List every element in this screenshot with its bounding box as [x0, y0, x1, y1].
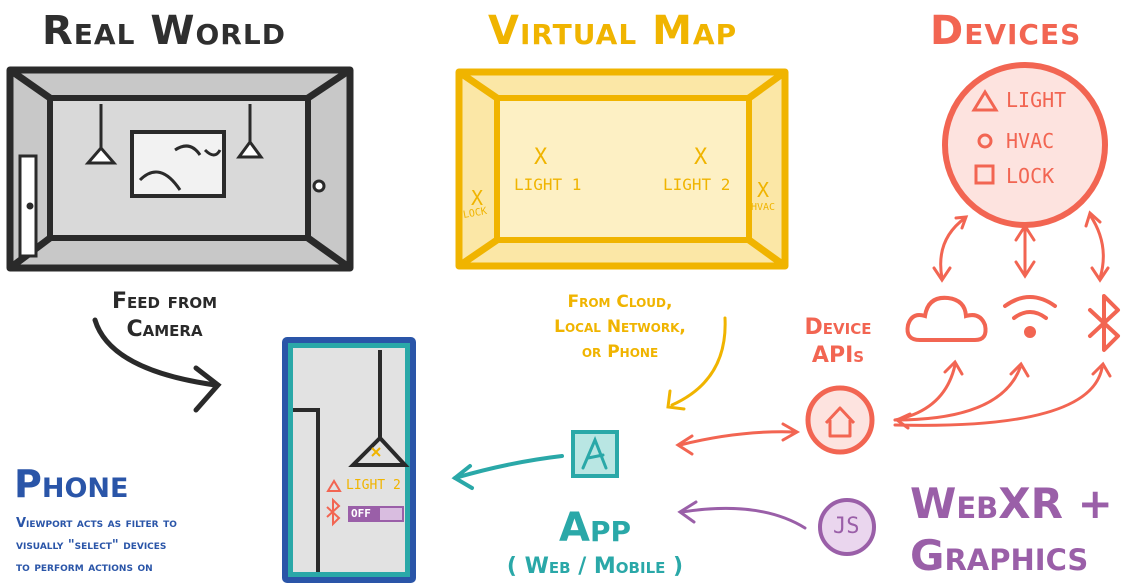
phone-desc-line1: Viewport acts as filter to [16, 516, 177, 531]
js-badge-circle [818, 498, 876, 556]
light2-mark: X [694, 145, 708, 170]
home-icon [824, 406, 856, 438]
camera-feed-label: Feed from Camera [112, 288, 217, 344]
js-badge-label: JS [833, 514, 860, 539]
phone-title: Phone [14, 462, 129, 506]
toggle-label: OFF [351, 507, 371, 520]
app-letter-glyph [581, 436, 608, 470]
api-link-arrows [893, 359, 1112, 430]
app-api-arrow [675, 422, 801, 456]
phone-description: Viewport acts as filter to visually "sel… [16, 513, 177, 579]
camera-feed-arrow [92, 317, 222, 413]
toggle-knob[interactable] [380, 508, 402, 520]
app-to-phone-arrow [451, 454, 564, 490]
virtual-map-room [455, 68, 789, 270]
bluetooth-icon [1088, 294, 1120, 352]
devices-shapes [971, 89, 999, 185]
phone-light-icon [326, 479, 342, 492]
cloud-source-line3: or Phone [581, 342, 659, 362]
device-label-lock: Lock [1006, 164, 1055, 188]
webxr-line2: Graphics [910, 531, 1089, 580]
app-subtitle: ( Web / Mobile ) [506, 554, 684, 579]
real-world-title: Real World [42, 8, 286, 54]
light2-label: Light 2 [663, 175, 731, 194]
hvac-mark: X [757, 178, 770, 202]
device-link-arrows [932, 210, 1110, 283]
devices-title: Devices [930, 8, 1082, 54]
phone-bluetooth-icon [326, 497, 341, 527]
lock-square-icon [974, 164, 995, 185]
device-label-hvac: HVAC [1006, 129, 1055, 153]
virtual-map-title: Virtual Map [488, 8, 738, 54]
device-apis-line1: Device [804, 315, 872, 340]
app-title: App [559, 505, 631, 551]
lock-mark: X [471, 186, 484, 210]
cloud-to-app-arrow [666, 316, 727, 411]
device-label-light: Light [1006, 88, 1067, 112]
hvac-circle-icon [977, 133, 993, 149]
cloud-source-line2: Local Network, [554, 317, 686, 337]
room-details [18, 104, 326, 258]
device-apis-circle [805, 385, 875, 455]
camera-feed-line1: Feed from [112, 289, 218, 314]
light1-label: Light 1 [514, 175, 582, 194]
phone-light-label: Light 2 [346, 478, 401, 493]
wifi-icon [1003, 295, 1057, 338]
cloud-source-line1: From Cloud, [567, 292, 673, 312]
phone-screen-details [293, 350, 410, 572]
device-apis-line2: APIs [811, 343, 865, 368]
hvac-label: HVAC [751, 202, 776, 213]
phone-desc-line3: to perform actions on [16, 560, 153, 575]
webxr-line1: WebXR + [910, 479, 1113, 528]
camera-feed-line2: Camera [126, 317, 203, 342]
cloud-icon [905, 295, 988, 342]
cloud-source-label: From Cloud, Local Network, or Phone [520, 290, 720, 365]
light1-mark: X [534, 145, 548, 170]
phone-desc-line2: visually "select" devices [16, 538, 167, 553]
device-apis-label: Device APIs [782, 314, 894, 370]
webxr-to-app-arrow [677, 500, 807, 530]
webxr-title: WebXR + Graphics [910, 478, 1113, 582]
light-triangle-icon [971, 89, 999, 112]
